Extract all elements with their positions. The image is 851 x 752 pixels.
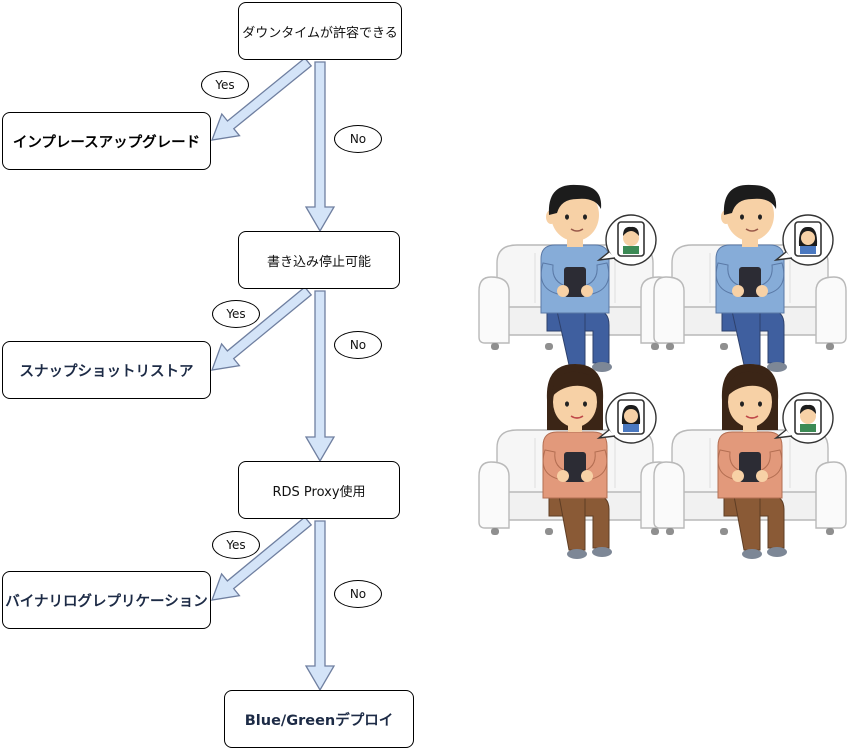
no-label-1: No xyxy=(334,125,382,153)
speech-bubble-boy-2 xyxy=(775,392,834,444)
arrow-yes-1 xyxy=(210,57,313,141)
decision-downtime-label: ダウンタイムが許容できる xyxy=(242,25,398,41)
result-binlog-label: バイナリログレプリケーション xyxy=(5,593,208,610)
decision-downtime-allowed: ダウンタイムが許容できる xyxy=(238,2,402,60)
arrow-yes-3 xyxy=(211,516,313,601)
no-label-3-text: No xyxy=(349,587,367,601)
yes-label-3-text: Yes xyxy=(226,538,246,552)
result-snapshot-label: スナップショットリストア xyxy=(19,363,194,380)
man-on-sofa-left xyxy=(478,184,672,375)
no-label-2: No xyxy=(334,331,382,359)
decision-write-stop-label: 書き込み停止可能 xyxy=(266,254,371,270)
man-on-sofa-right xyxy=(653,184,847,375)
decision-rds-proxy-label: RDS Proxy使用 xyxy=(272,484,366,500)
result-snapshot-restore: スナップショットリストア xyxy=(2,341,211,399)
decision-rds-proxy: RDS Proxy使用 xyxy=(238,461,400,519)
arrow-no-2 xyxy=(304,290,336,463)
yes-label-1-text: Yes xyxy=(215,78,235,92)
result-inplace-upgrade: インプレースアップグレード xyxy=(2,112,211,170)
arrow-yes-2 xyxy=(211,286,313,371)
yes-label-3: Yes xyxy=(212,531,260,559)
arrow-no-3 xyxy=(304,520,336,692)
speech-bubble-girl-1 xyxy=(775,214,834,266)
speech-bubble-boy-1 xyxy=(598,214,657,266)
yes-label-1: Yes xyxy=(201,71,249,99)
result-binlog-replication: バイナリログレプリケーション xyxy=(2,571,211,629)
result-inplace-label: インプレースアップグレード xyxy=(12,134,201,151)
decision-write-stop-possible: 書き込み停止可能 xyxy=(238,231,400,289)
yes-label-2-text: Yes xyxy=(226,307,246,321)
woman-on-sofa-left xyxy=(478,363,672,560)
woman-on-sofa-right xyxy=(653,363,847,560)
speech-bubble-girl-2 xyxy=(598,392,657,444)
yes-label-2: Yes xyxy=(212,300,260,328)
result-blue-green-label: Blue/Greenデプロイ xyxy=(244,712,394,729)
result-blue-green-deploy: Blue/Greenデプロイ xyxy=(224,690,414,748)
no-label-2-text: No xyxy=(349,338,367,352)
no-label-3: No xyxy=(334,580,382,608)
arrow-no-1 xyxy=(304,61,336,233)
no-label-1-text: No xyxy=(349,132,367,146)
